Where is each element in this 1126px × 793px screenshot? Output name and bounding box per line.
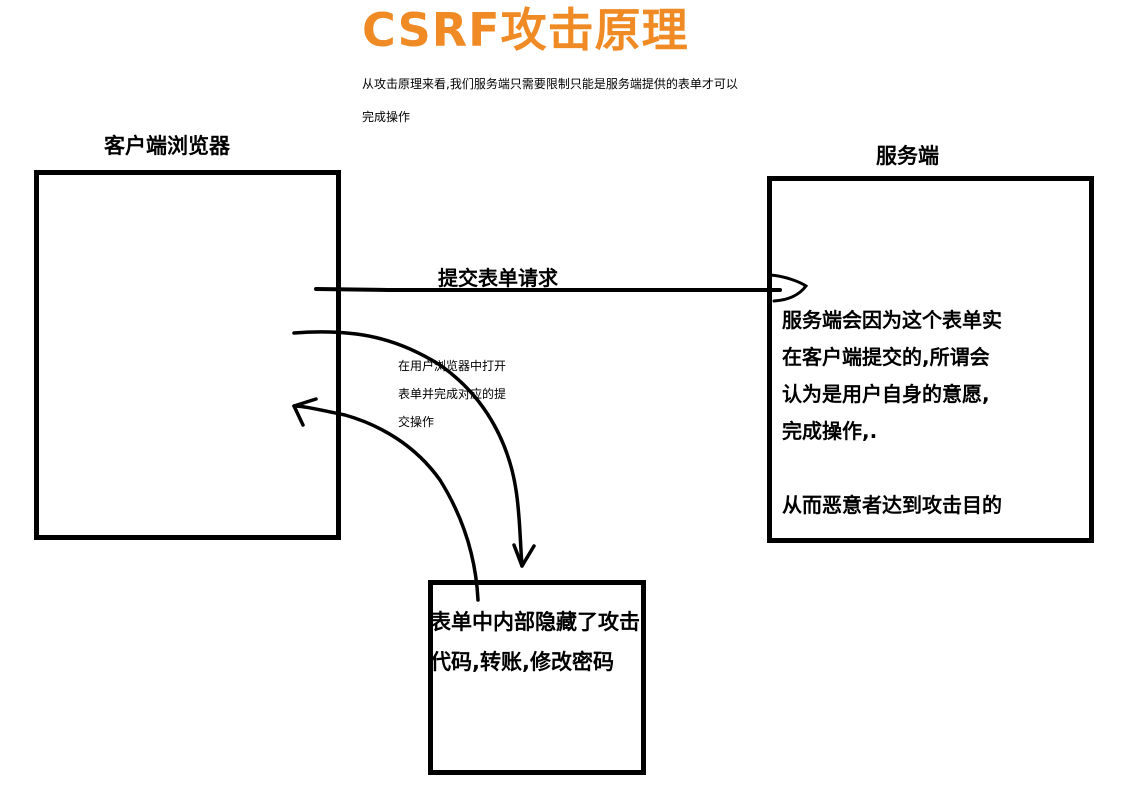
server-text-line-4: 完成操作,. [782,419,878,443]
form-explanation: 表单中内部隐藏了攻击 代码,转账,修改密码 [430,602,690,682]
submit-request-arrowhead [768,273,809,303]
server-text-line-5: 从而恶意者达到攻击目的 [782,493,1002,517]
client-browser-box [34,170,341,540]
open-form-curve [292,330,524,568]
subtitle-line-2: 完成操作 [362,110,411,124]
subtitle-line-1: 从攻击原理来看,我们服务端只需要限制只能是服务端提供的表单才可以 [362,77,738,91]
submit-request-line [314,287,782,292]
diagram-subtitle: 从攻击原理来看,我们服务端只需要限制只能是服务端提供的表单才可以 完成操作 [362,68,782,134]
open-form-arrowhead [512,543,536,568]
server-text-line-1: 服务端会因为这个表单实 [782,308,1002,332]
client-label: 客户端浏览器 [104,134,230,158]
submit-back-curve [292,404,480,602]
note-line-3: 交操作 [398,415,435,429]
submit-back-arrowhead [292,397,318,427]
server-label: 服务端 [876,144,939,168]
note-line-2: 表单并完成对应的提 [398,387,507,401]
diagram-title: CSRF攻击原理 [362,3,689,57]
note-line-1: 在用户浏览器中打开 [398,359,507,373]
server-text-line-3: 认为是用户自身的意愿, [782,382,990,406]
submit-request-label: 提交表单请求 [438,266,558,290]
server-explanation: 服务端会因为这个表单实 在客户端提交的,所谓会 认为是用户自身的意愿, 完成操作… [782,302,1082,524]
form-text-line-1: 表单中内部隐藏了攻击 [430,610,640,634]
server-text-line-2: 在客户端提交的,所谓会 [782,345,990,369]
malicious-form-box [428,580,646,775]
open-form-note: 在用户浏览器中打开 表单并完成对应的提 交操作 [398,352,538,436]
form-text-line-2: 代码,转账,修改密码 [430,650,614,674]
server-box [767,176,1094,543]
